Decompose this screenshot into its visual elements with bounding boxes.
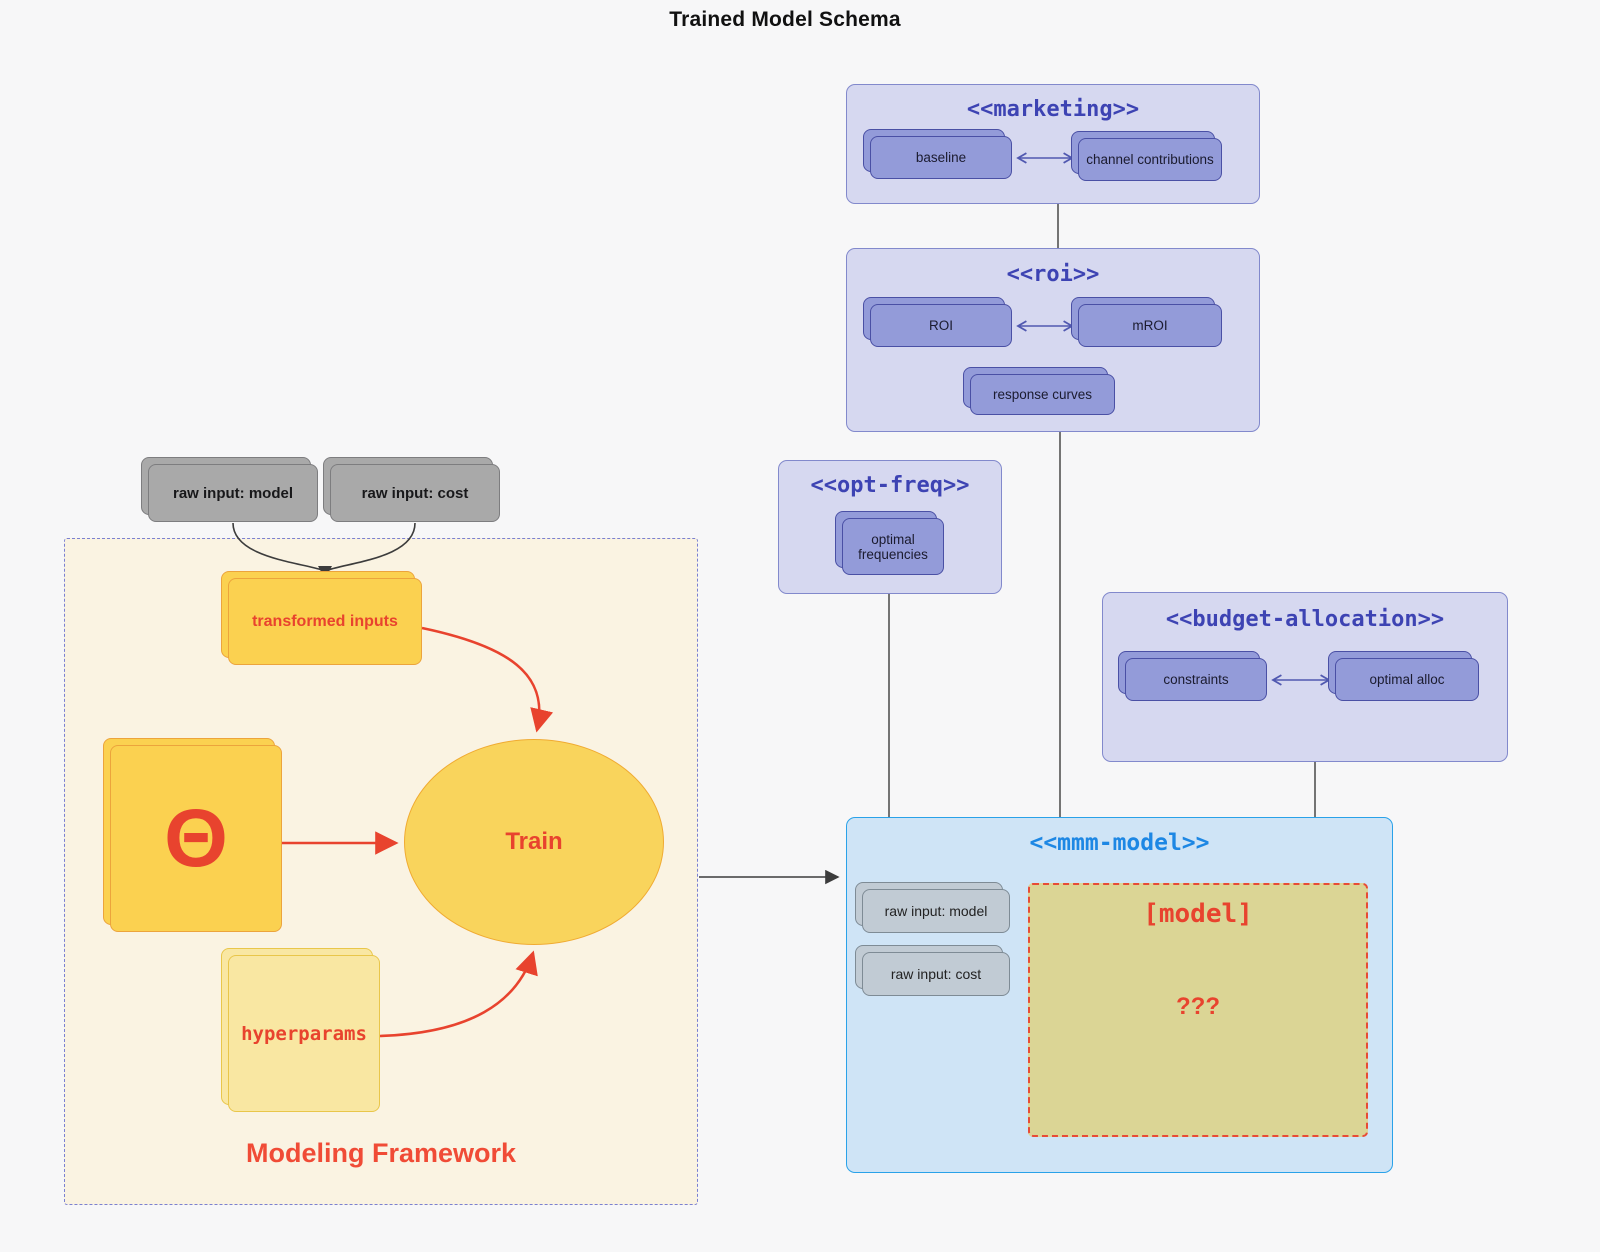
cluster-budget-allocation-title: <<budget-allocation>>	[1165, 607, 1445, 632]
node-optimal-alloc: optimal alloc	[1328, 651, 1479, 701]
cluster-opt-freq-title: <<opt-freq>>	[810, 473, 970, 498]
model-placeholder-question: ???	[1176, 993, 1220, 1020]
node-mroi: mROI	[1071, 297, 1222, 347]
node-optimal-frequencies: optimal frequencies	[835, 511, 944, 575]
node-raw-input-model: raw input: model	[141, 457, 318, 522]
node-theta: Θ	[103, 738, 282, 932]
cluster-roi-title: <<roi>>	[1006, 262, 1100, 287]
node-constraints: constraints	[1118, 651, 1267, 701]
node-raw-input-cost: raw input: cost	[323, 457, 500, 522]
node-mmm-raw-input-cost: raw input: cost	[855, 945, 1010, 996]
node-mmm-raw-input-model: raw input: model	[855, 882, 1010, 933]
page-title: Trained Model Schema	[669, 8, 901, 31]
node-hyperparams: hyperparams	[221, 948, 380, 1112]
node-response-curves: response curves	[963, 367, 1115, 415]
node-train: Train	[404, 739, 664, 945]
cluster-marketing-title: <<marketing>>	[966, 97, 1140, 122]
node-roi: ROI	[863, 297, 1012, 347]
model-placeholder-title: [model]	[1143, 899, 1253, 929]
cluster-modeling-framework-label: Modeling Framework	[245, 1138, 517, 1168]
node-model-placeholder: [model] ???	[1028, 883, 1368, 1137]
node-channel-contributions: channel contributions	[1071, 131, 1222, 181]
node-baseline: baseline	[863, 129, 1012, 179]
cluster-mmm-model-title: <<mmm-model>>	[1029, 830, 1210, 856]
node-transformed-inputs: transformed inputs	[221, 571, 422, 665]
